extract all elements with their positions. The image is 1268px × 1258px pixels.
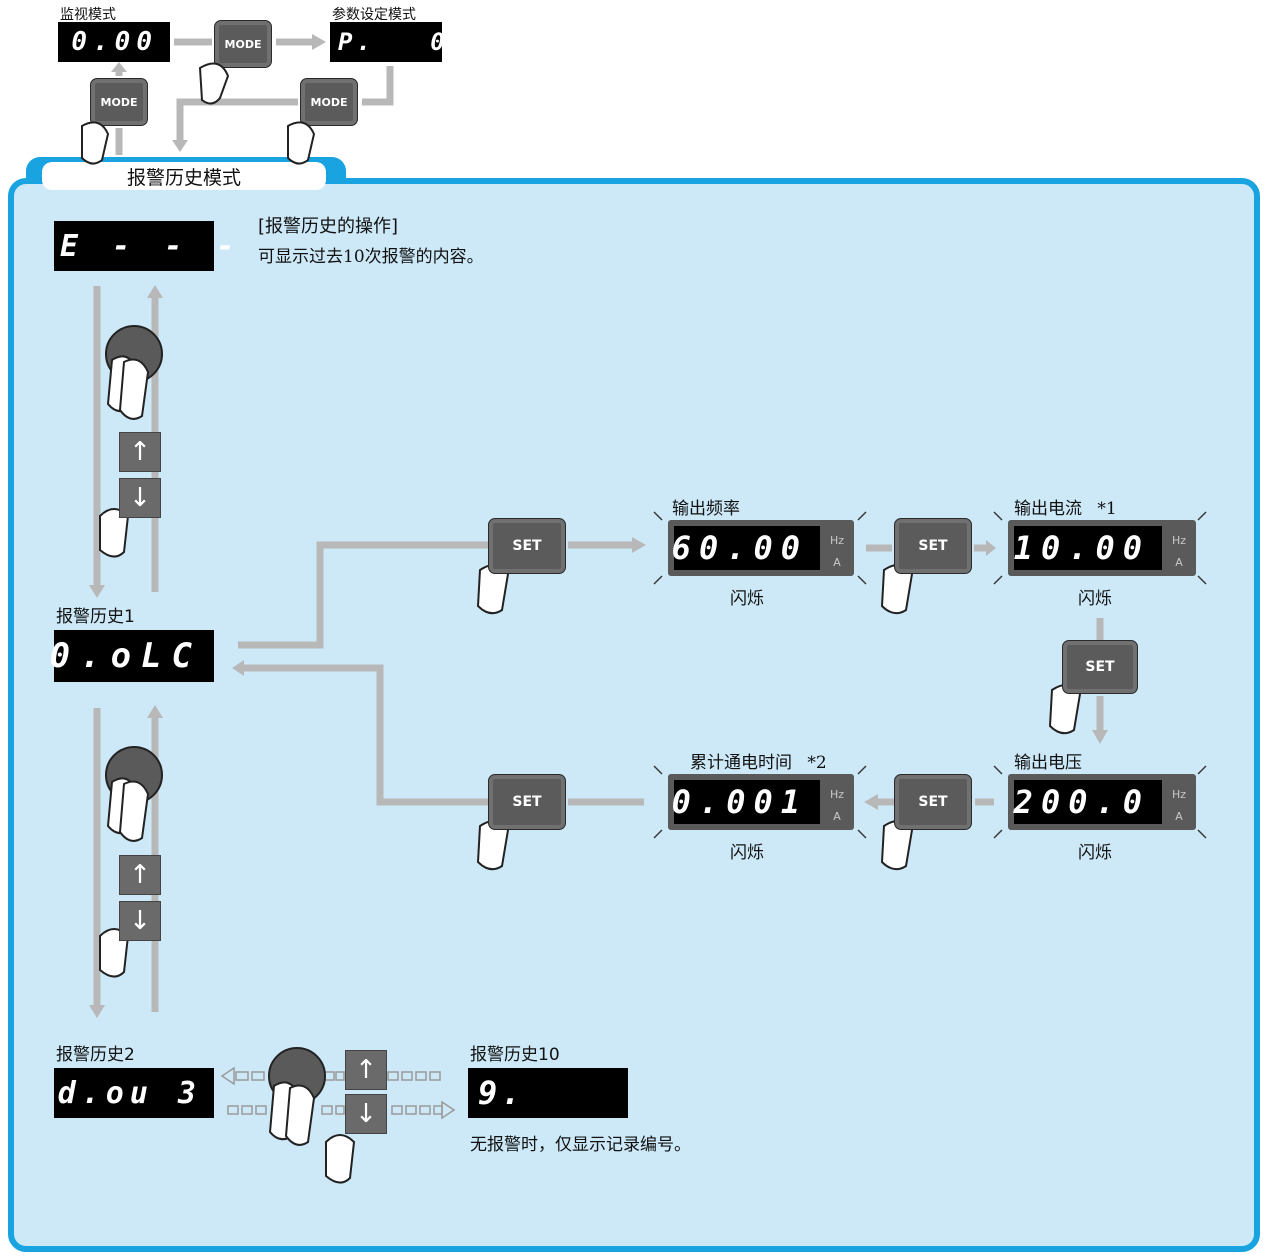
operation-description: 可显示过去10次报警的内容。 [258,247,484,267]
monitor-mode-label: 监视模式 [60,7,116,23]
current-label-text: 输出电流 [1014,499,1082,519]
alarm10-display-text: 9. [478,1074,525,1112]
unit-hz: Hz [1171,788,1187,801]
monitor-display-text: 0.00 [71,27,158,57]
operation-title: [报警历史的操作] [258,216,399,237]
up-button-3[interactable]: ↑ [345,1050,387,1090]
freq-blink: 闪烁 [730,589,764,609]
alarm10-display: 9. [468,1068,628,1118]
freq-display-text: 60.00 [671,529,808,567]
voltage-display-text: 200.0 [1013,783,1150,821]
set-button-3[interactable]: SET [1062,640,1138,694]
freq-display: 60.00 [671,526,820,570]
current-label: 输出电流 *1 [1014,494,1117,519]
up-button-2[interactable]: ↑ [119,855,161,895]
alarm1-display: 0.oLC [49,630,214,682]
param-display: P. 0 [330,22,449,62]
freq-label: 输出频率 [672,499,740,519]
up-button-1[interactable]: ↑ [119,432,161,472]
alarm1-display-text: 0.oLC [49,636,202,676]
current-note: *1 [1097,499,1117,519]
time-note: *2 [807,753,827,773]
alarm-history-display: E - - - [54,221,243,271]
unit-a: A [833,810,841,823]
alarm1-label: 报警历史1 [56,607,135,627]
unit-hz: Hz [829,788,845,801]
down-button-2[interactable]: ↓ [119,901,161,941]
unit-hz: Hz [1171,534,1187,547]
alarm-history-display-text: E - - - [60,228,243,264]
mode-button-top[interactable]: MODE [214,20,272,68]
set-button-2[interactable]: SET [894,518,972,574]
set-button-4[interactable]: SET [894,774,972,830]
set-button-5[interactable]: SET [488,774,566,830]
alarm2-display: d.ou 3 [54,1068,214,1118]
unit-a: A [1175,556,1183,569]
unit-a: A [833,556,841,569]
alarm2-display-text: d.ou 3 [57,1075,202,1111]
current-display: 10.00 [1014,526,1162,570]
time-blink: 闪烁 [730,843,764,863]
voltage-display: 200.0 [1014,780,1162,824]
down-button-3[interactable]: ↓ [345,1094,387,1134]
panel-title: 报警历史模式 [42,162,326,190]
mode-button-right[interactable]: MODE [300,78,358,126]
alarm10-label: 报警历史10 [470,1045,560,1065]
current-display-text: 10.00 [1013,529,1150,567]
time-label: 累计通电时间 *2 [690,748,827,773]
mode-button-left[interactable]: MODE [90,78,148,126]
alarm10-note: 无报警时，仅显示记录编号。 [470,1135,691,1155]
unit-a: A [1175,810,1183,823]
unit-hz: Hz [829,534,845,547]
param-display-text: P. 0 [338,28,449,56]
voltage-blink: 闪烁 [1078,843,1112,863]
voltage-label: 输出电压 [1014,753,1082,773]
current-blink: 闪烁 [1078,589,1112,609]
param-mode-label: 参数设定模式 [332,7,416,23]
time-label-text: 累计通电时间 [690,753,792,773]
monitor-display: 0.00 [58,22,170,62]
time-display-text: 0.001 [671,783,808,821]
alarm2-label: 报警历史2 [56,1045,135,1065]
time-display: 0.001 [671,780,820,824]
down-button-1[interactable]: ↓ [119,478,161,518]
set-button-1[interactable]: SET [488,518,566,574]
